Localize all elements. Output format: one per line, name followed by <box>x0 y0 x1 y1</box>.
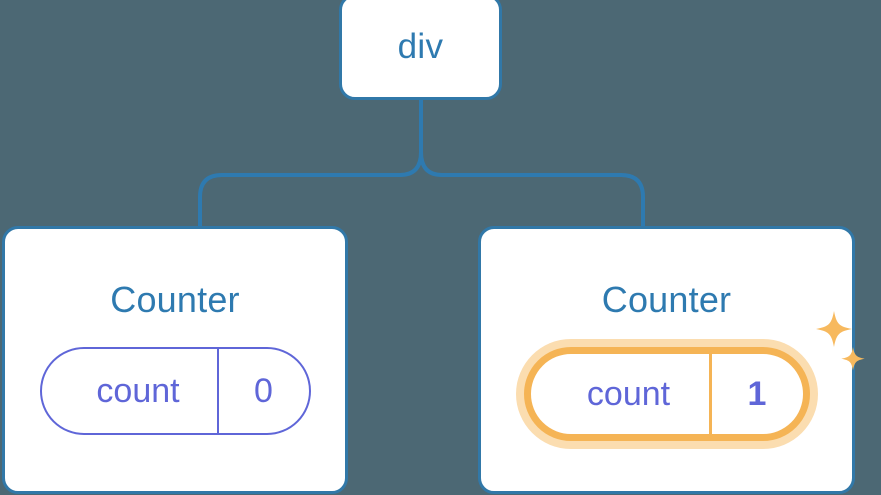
state-key-right: count <box>586 374 671 413</box>
sparkle-small-icon <box>840 347 865 371</box>
sparkles-icon <box>815 311 865 371</box>
state-pill-left[interactable]: count 0 <box>39 347 311 435</box>
node-counter-left-label: Counter <box>110 279 240 320</box>
state-value-right: 1 <box>708 354 803 434</box>
sparkle-large-icon <box>815 311 852 347</box>
edge-root-to-right-child <box>419 98 645 230</box>
node-counter-right-label: Counter <box>601 279 732 320</box>
state-pill-left-wrap: count 0 <box>39 347 311 435</box>
state-pill-right[interactable]: count 1 <box>523 347 810 441</box>
node-counter-right[interactable]: Counter count 1 <box>478 226 865 494</box>
node-div-label: div <box>397 27 444 66</box>
edge-root-to-left-child <box>198 98 423 230</box>
state-value-left: 0 <box>216 349 309 433</box>
state-pill-right-wrap: count 1 <box>523 311 865 441</box>
state-key-left: count <box>96 371 180 410</box>
node-counter-left[interactable]: Counter count 0 <box>2 226 348 494</box>
node-div[interactable]: div <box>339 0 502 100</box>
